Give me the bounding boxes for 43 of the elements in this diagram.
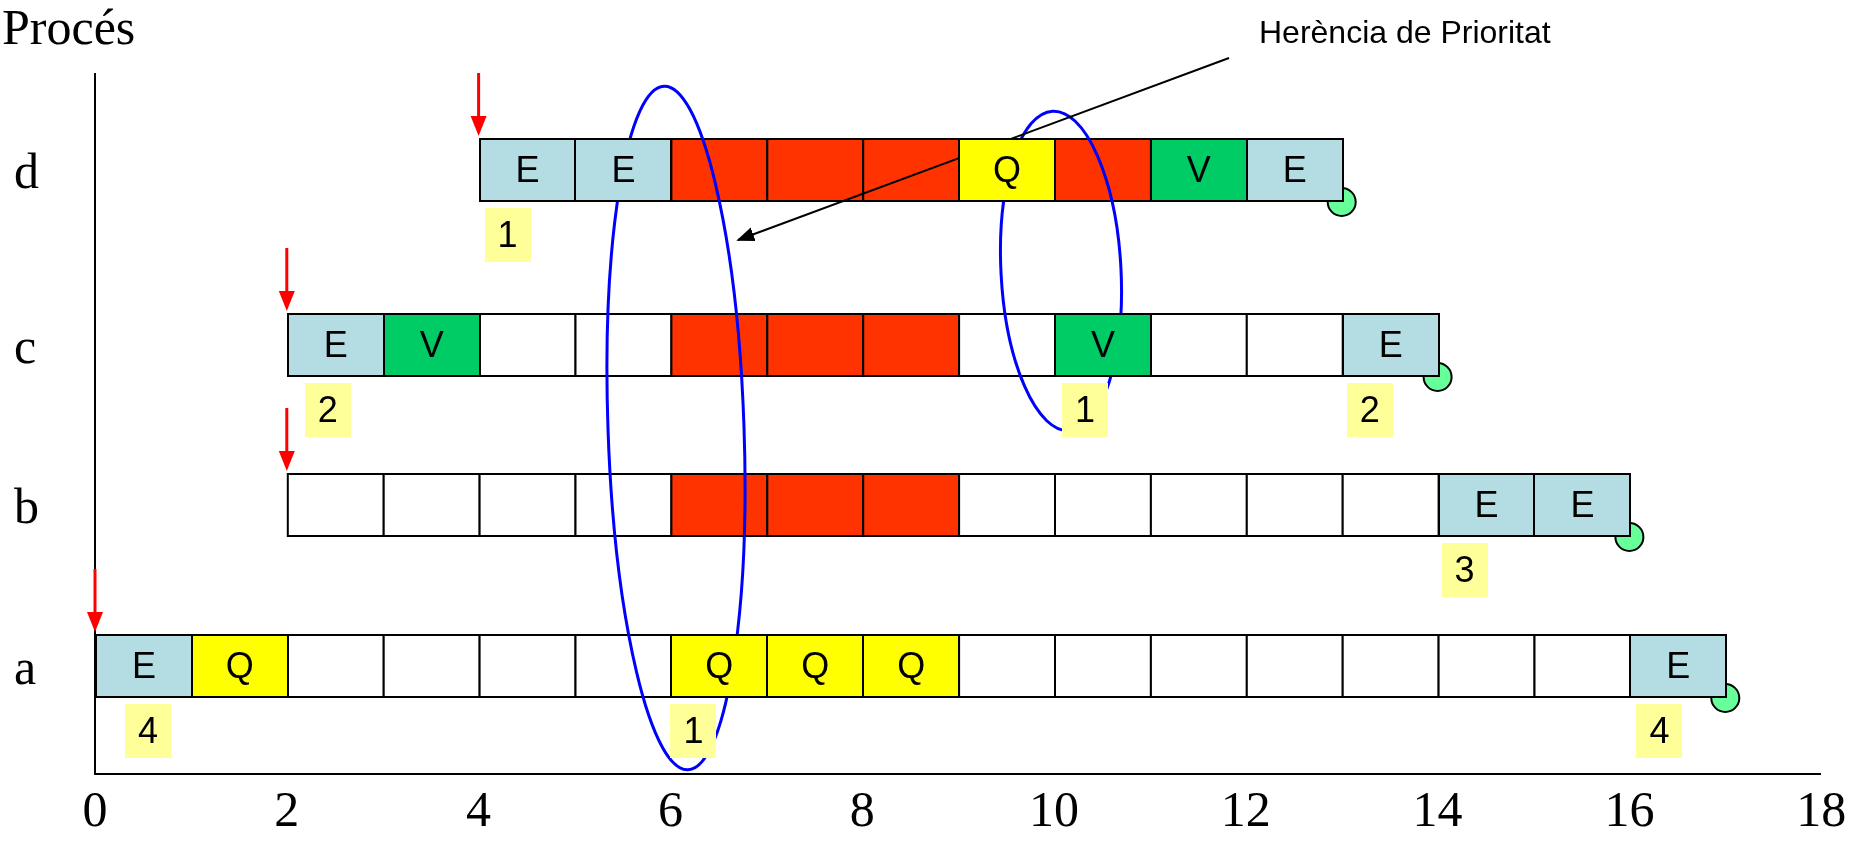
- time-slot: E: [1245, 138, 1344, 202]
- tick-label: 2: [274, 784, 300, 834]
- time-slot: V: [1149, 138, 1248, 202]
- time-slot: V: [382, 313, 481, 377]
- time-slot: E: [1533, 473, 1632, 537]
- time-slot: Q: [766, 634, 865, 698]
- time-slot: E: [1629, 634, 1728, 698]
- state-number: 2: [304, 383, 351, 437]
- state-number: 1: [1062, 383, 1108, 437]
- tick-label: 12: [1220, 784, 1271, 834]
- tick-label: 18: [1796, 784, 1847, 834]
- highlight-ellipse: [605, 84, 747, 772]
- tick-label: 4: [466, 784, 492, 834]
- tick-label: 0: [82, 784, 108, 834]
- tick-label: 8: [849, 784, 875, 834]
- time-slot: E: [1341, 313, 1440, 377]
- time-slot: Q: [958, 138, 1056, 202]
- time-slot: E: [286, 313, 385, 377]
- time-slot: E: [1437, 473, 1536, 537]
- tick-label: 16: [1604, 784, 1655, 834]
- row-label: a: [14, 642, 37, 692]
- time-slot: Q: [862, 634, 961, 698]
- leader-arrow: [736, 57, 1230, 242]
- time-slot: Q: [190, 634, 289, 698]
- row-label: d: [14, 146, 39, 196]
- state-number: 1: [670, 704, 717, 758]
- state-number: 4: [125, 704, 171, 758]
- tick-label: 6: [657, 784, 683, 834]
- time-slot: V: [1054, 313, 1152, 377]
- time-slot: E: [478, 138, 577, 202]
- row-label: b: [14, 481, 39, 531]
- state-number: 2: [1346, 383, 1393, 437]
- state-number: 1: [484, 208, 531, 262]
- annotation-text: Herència de Prioritat: [1259, 16, 1551, 48]
- state-number: 4: [1636, 704, 1683, 758]
- time-slot: E: [574, 138, 673, 202]
- time-slot: Q: [670, 634, 769, 698]
- tick-label: 14: [1412, 784, 1463, 834]
- state-number: 3: [1441, 543, 1488, 597]
- axis-title: Procés: [2, 2, 136, 52]
- row-label: c: [14, 321, 37, 371]
- time-slot: E: [95, 634, 193, 698]
- tick-label: 10: [1029, 784, 1079, 834]
